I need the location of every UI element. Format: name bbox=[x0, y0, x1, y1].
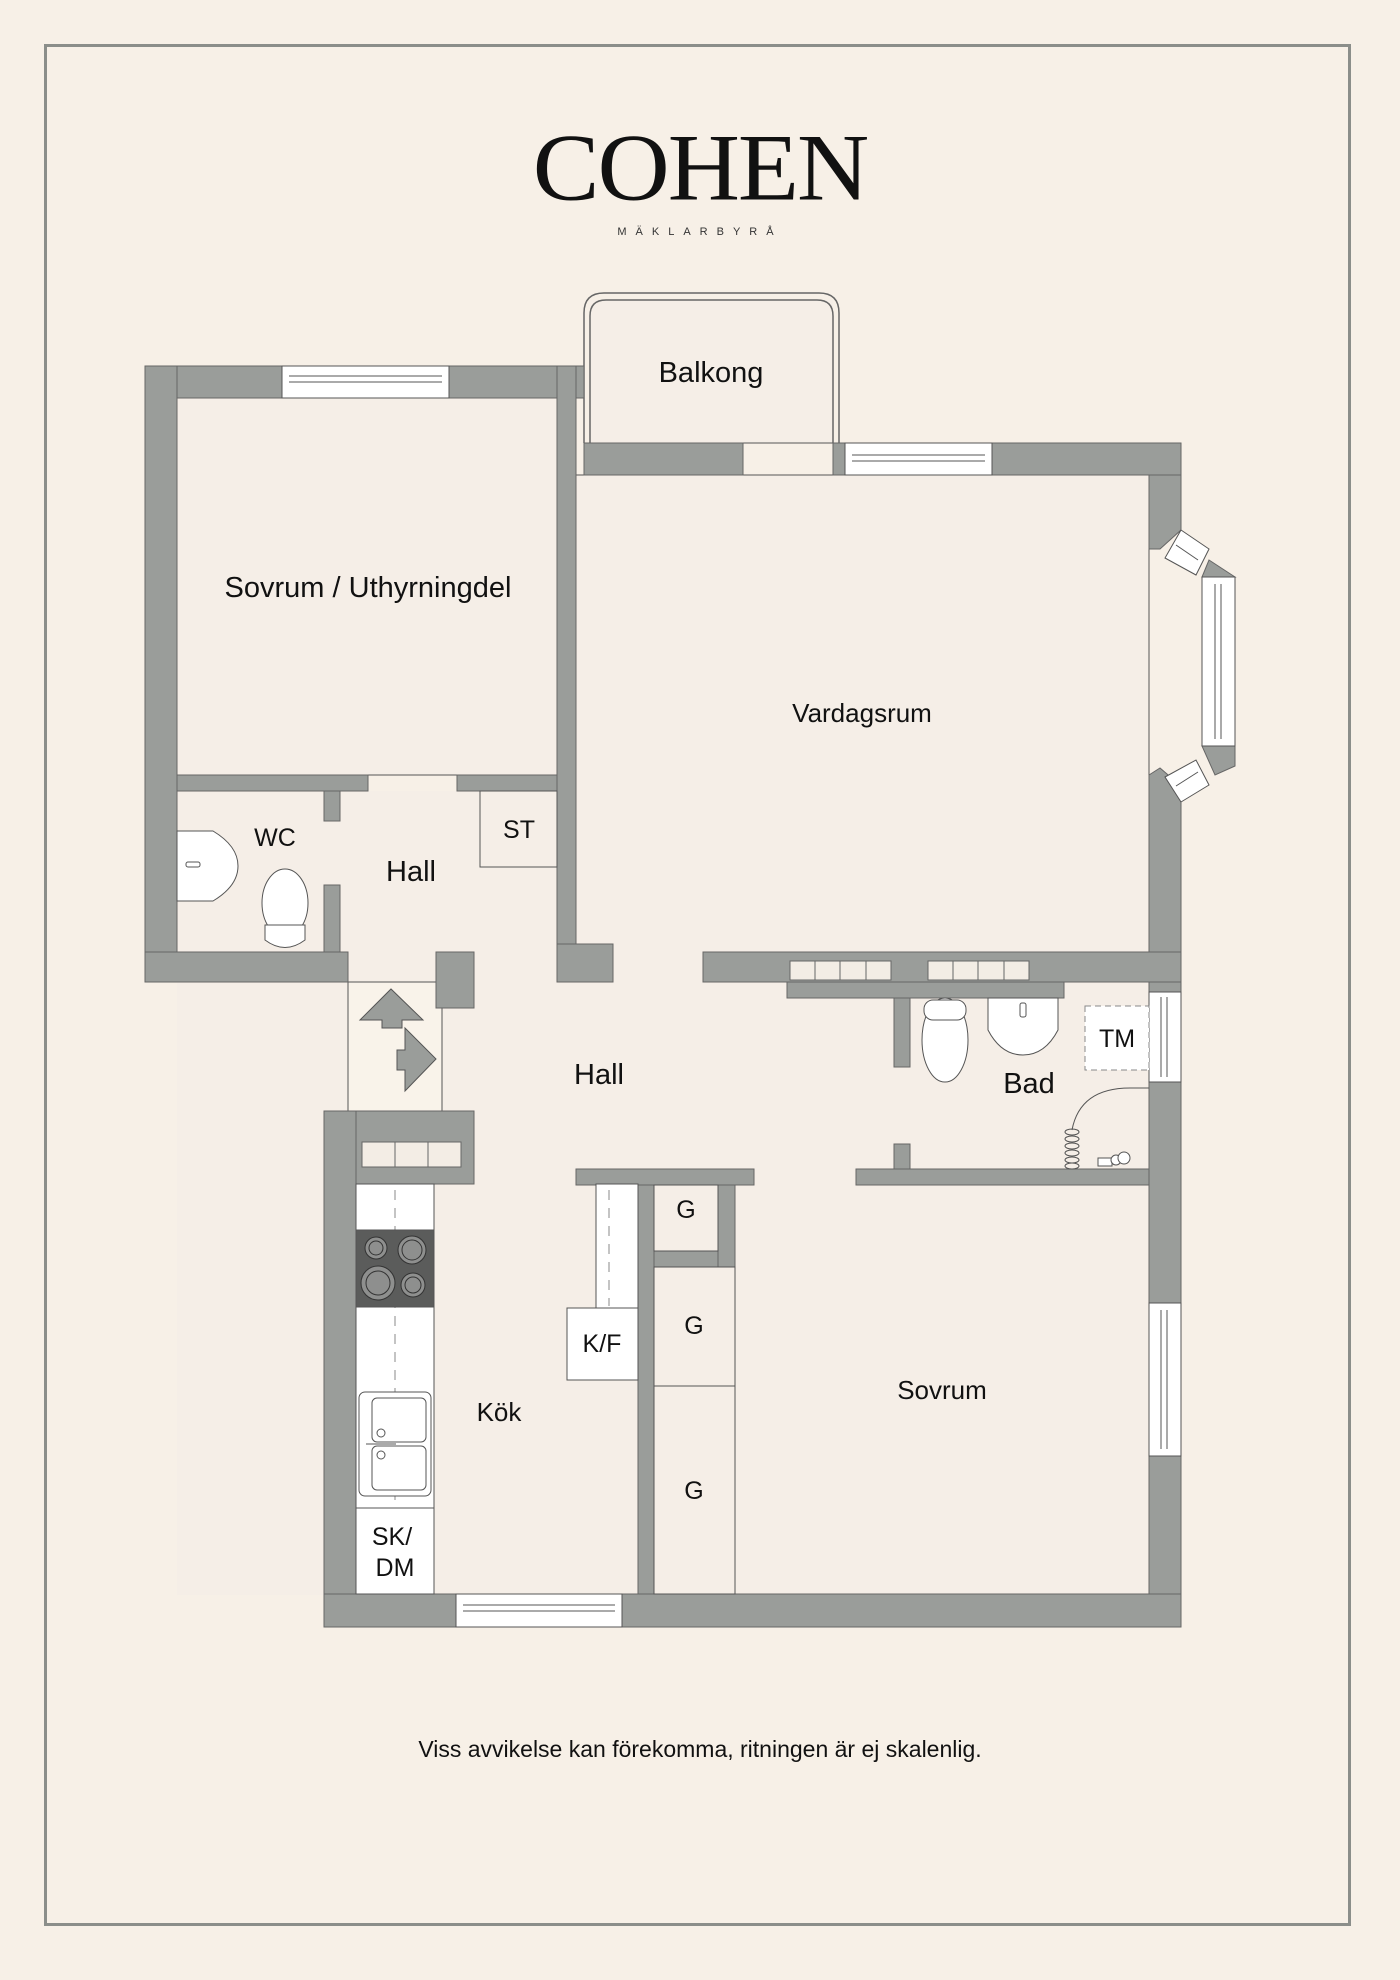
closet-g3 bbox=[653, 1385, 736, 1595]
bath-sink-icon bbox=[987, 997, 1059, 1056]
label-sovrum: Sovrum bbox=[897, 1375, 987, 1405]
label-g1: G bbox=[676, 1196, 695, 1224]
label-kf: K/F bbox=[583, 1330, 622, 1358]
bathroom-fixtures bbox=[921, 997, 1150, 1170]
label-bad: Bad bbox=[1003, 1068, 1055, 1100]
brand-tagline: MÄKLARBYRÅ bbox=[617, 226, 783, 238]
floor-sovrum-uthyrning bbox=[176, 397, 558, 776]
shower-coil-icon bbox=[1064, 1128, 1080, 1170]
brand-logo: COHEN bbox=[532, 114, 869, 221]
label-balkong: Balkong bbox=[659, 357, 764, 389]
label-skdm-1: SK/ bbox=[372, 1523, 412, 1551]
balcony-railing bbox=[583, 292, 840, 443]
label-tm: TM bbox=[1099, 1025, 1135, 1053]
label-vardagsrum: Vardagsrum bbox=[792, 698, 932, 728]
label-st: ST bbox=[503, 816, 535, 844]
label-kok: Kök bbox=[477, 1397, 523, 1427]
closet-st bbox=[479, 790, 558, 868]
fridge-column bbox=[595, 1183, 639, 1309]
label-hall-main: Hall bbox=[574, 1059, 624, 1091]
kf-box bbox=[566, 1307, 639, 1381]
wall-tiles bbox=[361, 960, 1030, 1168]
skdm-box bbox=[355, 1507, 435, 1595]
bath-faucet-icon bbox=[1097, 1157, 1113, 1167]
label-g3: G bbox=[684, 1477, 703, 1505]
entrance-arrow-right-icon bbox=[396, 1026, 437, 1093]
page-frame bbox=[44, 44, 1351, 1926]
label-g2: G bbox=[684, 1312, 703, 1340]
label-hall-upper: Hall bbox=[386, 856, 436, 888]
windows bbox=[281, 365, 1236, 1628]
label-skdm-2: DM bbox=[376, 1554, 415, 1582]
closet-g1 bbox=[653, 1184, 719, 1252]
stove-burners bbox=[360, 1235, 427, 1301]
kitchen-sink-icon bbox=[358, 1391, 432, 1497]
label-wc: WC bbox=[254, 824, 296, 852]
entrance-arrow-up-icon bbox=[358, 988, 425, 1029]
wc-sink-icon bbox=[176, 830, 239, 902]
shower-hose-icon bbox=[1071, 1087, 1149, 1131]
walls bbox=[144, 365, 1237, 1628]
closet-g2 bbox=[653, 1266, 736, 1387]
label-sovrum-uthyrning: Sovrum / Uthyrningdel bbox=[225, 572, 512, 604]
floor-balkong bbox=[590, 300, 833, 443]
disclaimer-text: Viss avvikelse kan förekomma, ritningen … bbox=[418, 1736, 982, 1762]
tm-washer bbox=[1084, 1005, 1150, 1071]
